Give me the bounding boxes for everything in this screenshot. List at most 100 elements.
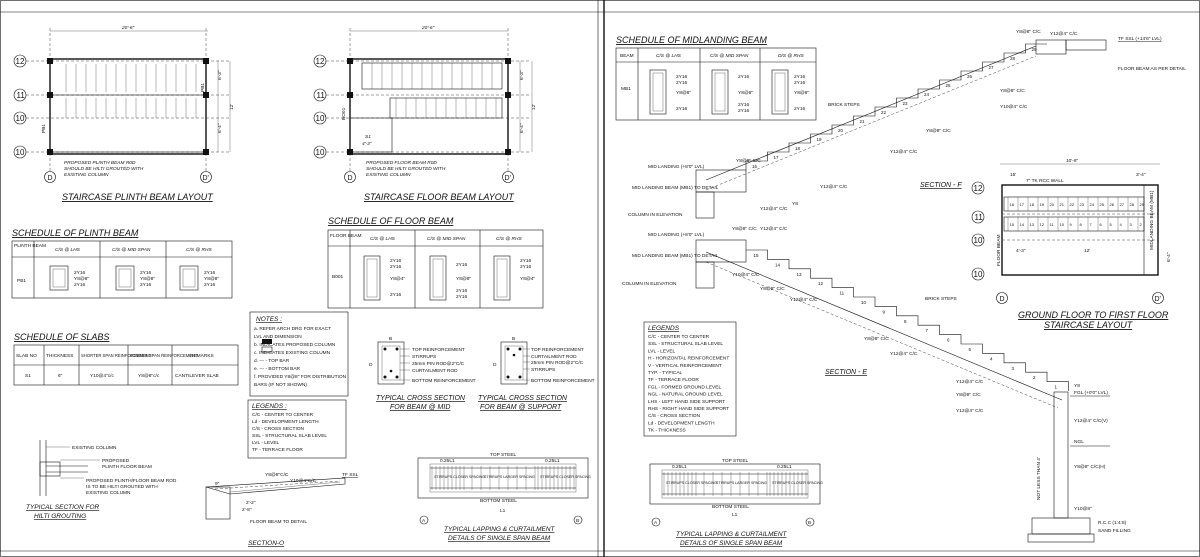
cs-mid-title-1: TYPICAL CROSS SECTION xyxy=(376,395,466,402)
plinth-beam-layout: 20'-6" 6'-3" 6'-4" 12' PB1 PB1 12 11 10'… xyxy=(13,25,235,202)
gf-step-number: 22 xyxy=(1070,202,1075,207)
gf-step-number: 10 xyxy=(1060,222,1065,227)
notes-title: NOTES : xyxy=(256,316,282,323)
hilti-a: EXISTING COLUMN xyxy=(72,445,117,451)
gf-step-number: 29 xyxy=(1140,202,1145,207)
legend-right-title: LEGENDS xyxy=(648,325,680,332)
se-l15: Y12@4" C/C(V) xyxy=(1074,418,1108,424)
legend-left-item: C/S - CROSS SECTION xyxy=(252,426,305,432)
pb-mid-1: 2Y16 xyxy=(140,270,152,276)
gf-step-number: 23 xyxy=(1080,202,1085,207)
legend-right-item: TF - TERRACE FLOOR xyxy=(648,377,699,383)
lap-r-bot: BOTTOM STEEL xyxy=(712,504,749,510)
se-l1: MID LANDING BEAM (MB1) TO DETAIL xyxy=(632,253,719,259)
dim-12: 12' xyxy=(229,104,235,110)
se-l11: Y12@4" C/C xyxy=(956,379,984,385)
lap-l-bot: BOTTOM STEEL xyxy=(480,498,517,504)
legend-right-item: C/C - CENTER TO CENTER xyxy=(648,334,710,340)
sf-l4: Y8@8" C/C xyxy=(1000,88,1025,94)
ml-lhs-4: 2Y16 xyxy=(676,106,688,112)
notes-item: BARS (IF NOT SHOWN) xyxy=(254,382,307,388)
se-l5: Y10@4" C/C xyxy=(732,272,760,278)
grid-d: D xyxy=(48,175,53,182)
legend-right-item: V - VERTICAL REINFORCEMENT xyxy=(648,363,722,369)
step-number: 17 xyxy=(774,155,780,160)
gf-grid-d: D xyxy=(1000,296,1005,303)
se-l17: Y10@8" xyxy=(1074,506,1092,512)
schedule-plinth-beam: SCHEDULE OF PLINTH BEAM PLINTH BEAM C/S … xyxy=(11,228,233,299)
gf-step-number: 5 xyxy=(1110,222,1113,227)
se-l4: Y12@4" C/C xyxy=(760,226,788,232)
note-floor-2: SHOULD BE HILTI GROUTED WITH xyxy=(366,166,446,172)
section-e-title: SECTION - E xyxy=(825,369,867,376)
lap-r-l2: 0.25L1 xyxy=(777,464,792,470)
gf-step-number: 17 xyxy=(1020,202,1025,207)
grid-11: 11 xyxy=(17,91,26,100)
lap-l-s1: STIRRUPS CLOSER SPACING xyxy=(434,475,485,479)
fb-mid-1: 2Y16 xyxy=(456,262,468,268)
se-l2: COLUMN IN ELEVATION xyxy=(622,281,677,287)
title-plinth-layout: STAIRCASE PLINTH BEAM LAYOUT xyxy=(62,192,214,202)
sf-l7: Y8@8" C/C xyxy=(926,128,951,134)
step-number: 24 xyxy=(924,92,930,97)
step-number: 6 xyxy=(947,338,950,343)
so-d: FLOOR BEAM TO DETAIL xyxy=(250,519,307,525)
cs-sup-e: BOTTOM REINFORCEMENT xyxy=(531,378,595,384)
th-ml-beam: BEAM xyxy=(620,53,634,59)
so-a: Y8@8"C/C xyxy=(265,472,289,478)
legend-left-item: Ld - DEVELOPMENT LENGTH xyxy=(252,419,319,425)
legend-right-item: H - HORIZONTAL REINFORCEMENT xyxy=(648,356,729,362)
lapping-detail-right: TOP STEEL BOTTOM STEEL 0.25L1 0.25L1 STI… xyxy=(649,458,823,547)
step-number: 20 xyxy=(838,128,844,133)
gf-step-number: 24 xyxy=(1090,202,1095,207)
gf-step-number: 20 xyxy=(1050,202,1055,207)
cs-sup-D: D xyxy=(493,362,497,368)
section-f: Y8@8" C/C Y12@4" C/C TF SSL (+14'6" LVL)… xyxy=(628,29,1186,219)
gf-grid-11: 11 xyxy=(975,213,984,222)
note-plinth-3: EXISTING COLUMN xyxy=(64,172,109,178)
beam-pb1: PB1 xyxy=(41,124,47,133)
slab-s1-dim: 4'-3" xyxy=(362,141,372,147)
lap-l-a: A xyxy=(422,518,426,524)
cs-mid-D: D xyxy=(369,362,373,368)
lap-r-title-1: TYPICAL LAPPING & CURTAILMENT xyxy=(676,531,788,538)
cs-mid-e: BOTTOM REINFORCEMENT xyxy=(412,378,476,384)
lap-r-s1: STIRRUPS CLOSER SPACING xyxy=(666,481,717,485)
grid-12: 12 xyxy=(16,57,25,66)
step-number: 29 xyxy=(1032,47,1038,52)
td-remark: CANTILEVER SLAB xyxy=(175,373,219,379)
sf-l3: FLOOR BEAM AS PER DETAIL xyxy=(1118,66,1186,72)
se-l9: Y8@8" C/C xyxy=(864,336,889,342)
sf-l0: Y8@8" C/C xyxy=(1016,29,1041,35)
legend-right-item: TK - THICKNESS xyxy=(648,428,686,434)
fb-lhs-2: 2Y16 xyxy=(390,264,402,270)
se-l14: NGL xyxy=(1074,439,1084,445)
section-e: MID LANDING (+8'0" LVL) MID LANDING BEAM… xyxy=(622,226,1131,543)
lap-l-b: B xyxy=(576,518,579,524)
th-ml-lhs: C/S @ LHS xyxy=(656,53,682,59)
notes-item: a. REFER ARCH DRG FOR EXACT xyxy=(254,326,331,332)
so-g: 2'-8" xyxy=(242,507,252,513)
schedule-slabs: SCHEDULE OF SLABS SLAB NO THICKNESS SHOR… xyxy=(13,332,239,386)
lap-r-L1: L1 xyxy=(732,512,738,518)
sf-l1: Y12@4" C/C xyxy=(1050,31,1078,37)
fb-mid-4: 2Y16 xyxy=(456,294,468,300)
section-o-title: SECTION-O xyxy=(248,540,284,547)
step-number: 25 xyxy=(946,83,952,88)
cs-sup-b: CURTAILMENT ROD xyxy=(531,354,577,360)
fb-lhs-1: 2Y16 xyxy=(390,258,402,264)
lap-l-l1: 0.25L1 xyxy=(440,458,455,464)
fb-rhs-3: Y8@4" xyxy=(520,276,535,282)
cs-sup-B: B xyxy=(512,336,515,342)
gf-wall: 7" TK RCC WALL xyxy=(1026,178,1064,184)
dim-63-floor: 6'-3" xyxy=(519,70,525,80)
th-ml-rhs: D/S @ RHS xyxy=(778,53,804,59)
step-number: 27 xyxy=(989,65,995,70)
dim-span-floor: 20'-6" xyxy=(421,25,435,31)
schedule-floor-beam: SCHEDULE OF FLOOR BEAM FLOOR BEAM C/S @ … xyxy=(327,216,544,309)
title-schedule-midlanding: SCHEDULE OF MIDLANDING BEAM xyxy=(616,35,767,45)
hilti-f: EXISTING COLUMN xyxy=(86,490,131,496)
step-number: 9 xyxy=(883,309,886,314)
